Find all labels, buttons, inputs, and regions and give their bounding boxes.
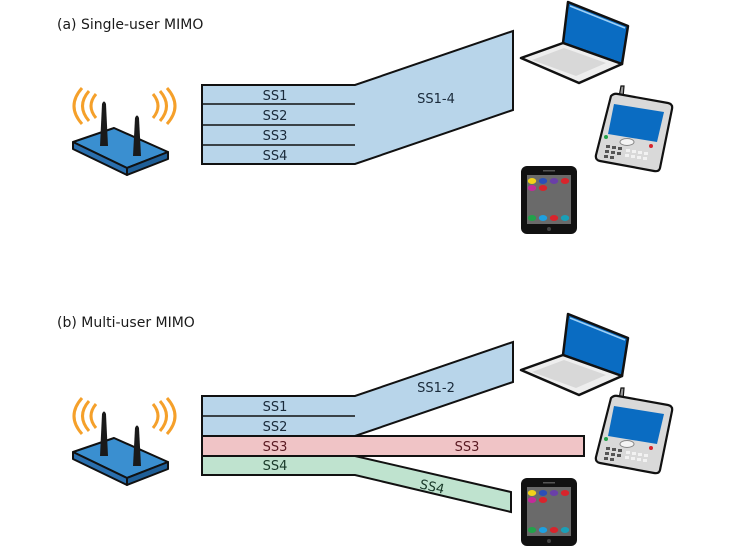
panel-a-title: (a) Single-user MIMO [57, 17, 203, 33]
stream-label-ss2: SS2 [263, 109, 288, 124]
router-icon [71, 86, 177, 177]
branch-label-ss4: SS4 [418, 477, 446, 497]
stream-ss1-2-branch [201, 340, 514, 437]
stream-bundle-a: SS1 SS2 SS3 SS4 SS1-4 [201, 29, 514, 165]
combined-stream-a [201, 29, 514, 165]
app-icon [549, 178, 559, 184]
app-icon [527, 185, 537, 191]
stream-label-ss1: SS1 [263, 400, 288, 415]
app-icon [560, 178, 570, 184]
app-icon [538, 497, 548, 503]
laptop-icon [519, 0, 630, 85]
app-icon [538, 178, 548, 184]
stream-label-ss2: SS2 [263, 420, 288, 435]
stream-label-ss3: SS3 [263, 440, 288, 455]
app-icon [538, 490, 548, 496]
app-icon [549, 527, 559, 533]
stream-label-ss1: SS1 [263, 89, 288, 104]
app-icon [549, 490, 559, 496]
app-icon [527, 497, 537, 503]
panel-b-title: (b) Multi-user MIMO [57, 315, 195, 331]
pda-phone-icon [594, 386, 674, 475]
app-icon [538, 215, 548, 221]
smartphone-icon [521, 478, 577, 546]
stream-ss3-branch [201, 435, 585, 457]
combined-label-ss1-4: SS1-4 [417, 92, 455, 107]
app-icon [527, 178, 537, 184]
app-icon [538, 185, 548, 191]
branch-label-ss3: SS3 [455, 440, 480, 455]
app-icon [560, 215, 570, 221]
app-icon [527, 527, 537, 533]
app-icon [538, 527, 548, 533]
app-icon [560, 490, 570, 496]
stream-label-ss4: SS4 [263, 149, 288, 164]
stream-ss4-branch [201, 455, 512, 514]
pda-phone-icon [594, 84, 674, 173]
stream-bundle-b: SS1 SS2 SS3 SS4 SS1-2 SS3 SS4 [201, 340, 585, 514]
stream-label-ss4: SS4 [263, 459, 288, 474]
stream-label-ss3: SS3 [263, 129, 288, 144]
app-icon [549, 215, 559, 221]
laptop-icon [519, 312, 630, 397]
branch-label-ss1-2: SS1-2 [417, 381, 455, 396]
app-icon [560, 527, 570, 533]
router-icon [71, 396, 177, 487]
app-icon [527, 490, 537, 496]
smartphone-icon [521, 166, 577, 234]
app-icon [527, 215, 537, 221]
